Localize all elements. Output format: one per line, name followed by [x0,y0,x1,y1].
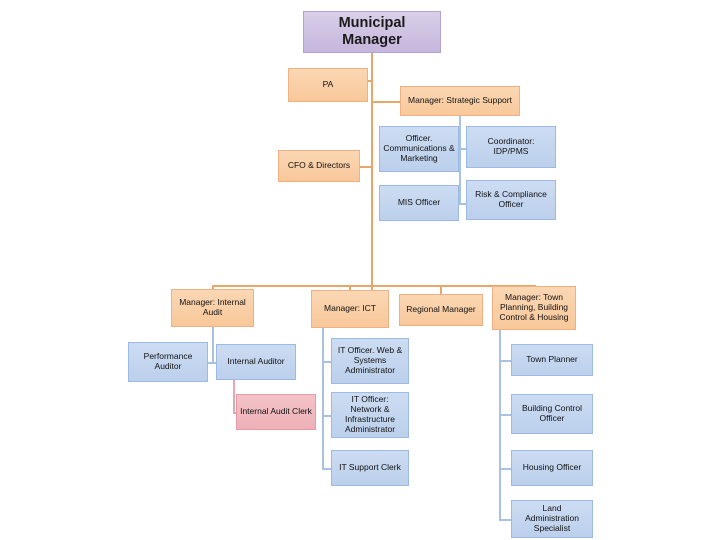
node-it-support-clerk[interactable]: IT Support Clerk [331,450,409,486]
node-building-control-officer[interactable]: Building Control Officer [511,394,593,434]
connector-tp-h-4 [499,519,512,521]
connector-bus-ict-drop [349,285,351,290]
node-land-administration[interactable]: Land Administration Specialist [511,500,593,538]
node-coordinator-idp-pms[interactable]: Coordinator: IDP/PMS [466,126,556,168]
node-it-officer-web-systems[interactable]: IT Officer. Web & Systems Administrator [331,338,409,384]
node-risk-compliance-officer[interactable]: Risk & Compliance Officer [466,180,556,220]
connector-strat-h-1 [459,148,467,150]
connector-ia-down [212,327,214,362]
node-housing-officer[interactable]: Housing Officer [511,450,593,486]
connector-tp-h-1 [499,360,512,362]
node-officer-comms-marketing[interactable]: Officer. Communications & Marketing [379,126,459,172]
node-municipal-manager[interactable]: Municipal Manager [303,11,441,53]
connector-ia-left-h [207,362,217,364]
connector-ict-down [322,328,324,468]
node-manager-strategic-support[interactable]: Manager: Strategic Support [400,86,520,116]
node-manager-town-planning[interactable]: Manager: Town Planning, Building Control… [492,286,576,330]
connector-tp-h-2 [499,414,512,416]
node-pa[interactable]: PA [288,68,368,102]
node-manager-internal-audit[interactable]: Manager: Internal Audit [171,289,254,327]
node-performance-auditor[interactable]: Performance Auditor [128,342,208,382]
connector-ict-h-2 [322,415,332,417]
node-it-officer-network[interactable]: IT Officer: Network & Infrastructure Adm… [331,392,409,438]
node-regional-manager[interactable]: Regional Manager [399,294,483,326]
connector-ia-clerk-down [233,370,235,412]
connector-tp-h-3 [499,468,512,470]
connector-bus-rm-drop [440,285,442,295]
connector-tp-down [499,330,501,519]
connector-strat-down-2 [459,148,461,204]
connector-strat-h-2 [459,203,467,205]
connector-ia-clerk-h [233,412,238,414]
node-manager-ict[interactable]: Manager: ICT [311,290,389,328]
node-cfo-directors[interactable]: CFO & Directors [278,150,360,182]
connector-mm-to-cfo [359,166,372,168]
connector-bus-main [212,285,535,287]
node-internal-auditor[interactable]: Internal Auditor [216,344,296,380]
node-internal-audit-clerk[interactable]: Internal Audit Clerk [236,394,316,430]
connector-strat-down [459,116,461,148]
connector-mm-to-strat [371,101,401,103]
connector-ict-h-1 [322,361,332,363]
node-mis-officer[interactable]: MIS Officer [379,185,459,221]
node-town-planner[interactable]: Town Planner [511,344,593,376]
connector-bus-ia-drop [212,285,214,290]
connector-mm-down-trunk [371,53,373,290]
connector-ict-h-3 [322,468,332,470]
